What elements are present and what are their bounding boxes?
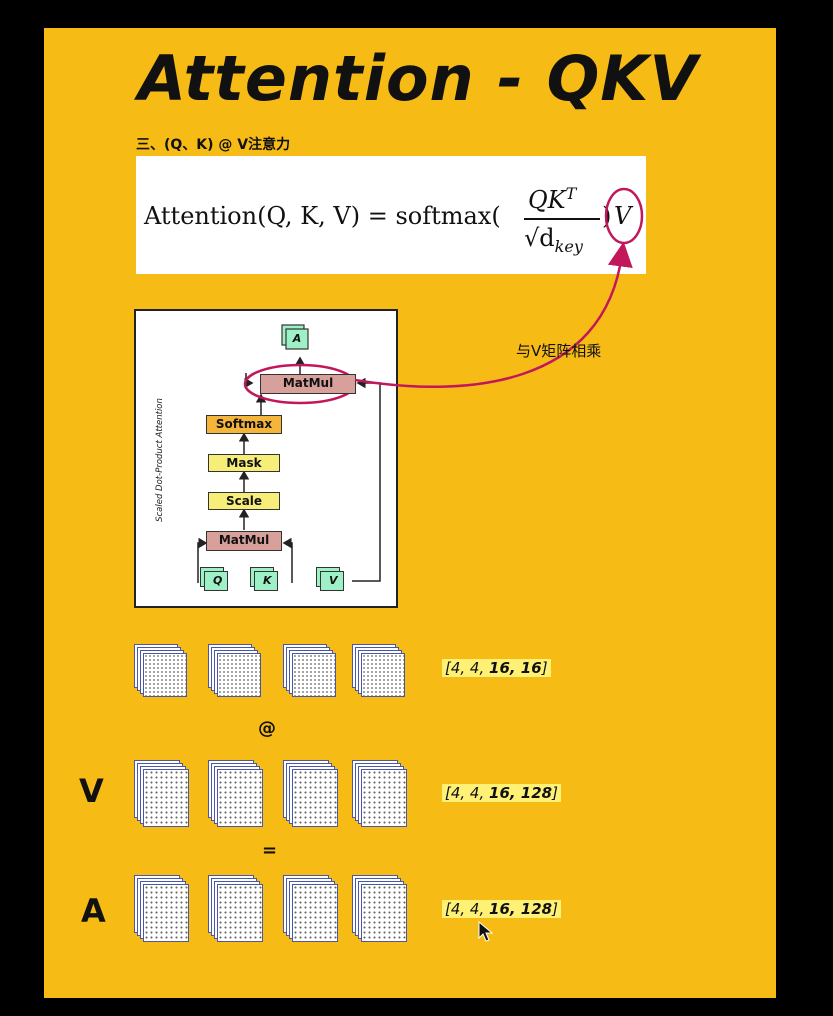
- matrix-sheet-front: [361, 884, 407, 942]
- shape-label-row-2: [4, 4, 16, 128]: [442, 784, 561, 802]
- input-v-label: V: [329, 574, 338, 587]
- page-title: Attention - QKV: [138, 42, 699, 115]
- input-k-label: K: [263, 574, 272, 587]
- matrix-sheet-front: [217, 769, 263, 827]
- matrix-sheet-front: [143, 653, 187, 697]
- matrix-sheet-front: [361, 653, 405, 697]
- row-label-a: A: [81, 892, 106, 930]
- matmul-bottom-block: MatMul: [206, 531, 282, 551]
- matrix-sheet-front: [143, 884, 189, 942]
- matrix-sheet-front: [143, 769, 189, 827]
- input-v: V: [316, 567, 346, 591]
- matmul-top-block: MatMul: [260, 374, 356, 394]
- shape-3-plain: [4, 4,: [445, 900, 490, 918]
- formula-fraction-bar: [524, 218, 600, 220]
- input-q: Q: [200, 567, 230, 591]
- cursor-icon: [478, 921, 494, 942]
- shape-2-plain: [4, 4,: [445, 784, 490, 802]
- section-subtitle: 三、(Q、K) @ V注意力: [136, 137, 291, 153]
- formula-denominator-sub: key: [554, 236, 583, 256]
- output-a-label: A: [292, 332, 302, 345]
- matrix-sheet-front: [292, 653, 336, 697]
- input-q-label: Q: [213, 574, 223, 587]
- shape-2-end: ]: [552, 784, 558, 802]
- formula-lhs: Attention(Q, K, V) = softmax(: [144, 202, 501, 230]
- formula-close-paren: ): [602, 202, 612, 230]
- matrix-sheet-front: [292, 769, 338, 827]
- formula-numerator-text: QK: [528, 186, 566, 214]
- mask-block: Mask: [208, 454, 280, 472]
- input-q-page-front: [204, 571, 228, 591]
- input-v-page-front: [320, 571, 344, 591]
- matrix-sheet-front: [217, 884, 263, 942]
- formula-v: V: [614, 202, 632, 230]
- scaled-dot-product-attention-diagram: Scaled Dot-Product Attention: [134, 309, 398, 608]
- row-label-v: V: [79, 772, 104, 810]
- shape-label-row-1: [4, 4, 16, 16]: [442, 659, 551, 677]
- shape-2-bold: 16, 128: [489, 784, 553, 802]
- input-k-page-front: [254, 571, 278, 591]
- matrix-sheet-front: [292, 884, 338, 942]
- softmax-block: Softmax: [206, 415, 282, 434]
- scale-block: Scale: [208, 492, 280, 510]
- formula-denominator-text: √d: [524, 224, 555, 252]
- shape-1-end: ]: [541, 659, 548, 677]
- formula-numerator: QKT: [528, 184, 576, 214]
- formula-denominator: √dkey: [524, 224, 583, 256]
- shape-3-end: ]: [552, 900, 558, 918]
- annotation-text: 与V矩阵相乘: [516, 342, 602, 360]
- input-k: K: [250, 567, 280, 591]
- shape-label-row-3: [4, 4, 16, 128]: [442, 900, 561, 918]
- shape-1-plain: [4, 4,: [445, 659, 490, 677]
- shape-1-bold: 16, 16: [489, 659, 542, 677]
- slide: Attention - QKV 三、(Q、K) @ V注意力 Attention…: [44, 28, 776, 998]
- matrix-sheet-front: [217, 653, 261, 697]
- shape-3-bold: 16, 128: [489, 900, 553, 918]
- equals-operator: =: [262, 840, 278, 861]
- matrix-sheet-front: [361, 769, 407, 827]
- attention-formula: Attention(Q, K, V) = softmax( QKT √dkey …: [136, 156, 646, 274]
- matmul-operator: @: [258, 718, 276, 739]
- formula-numerator-sup: T: [565, 184, 577, 203]
